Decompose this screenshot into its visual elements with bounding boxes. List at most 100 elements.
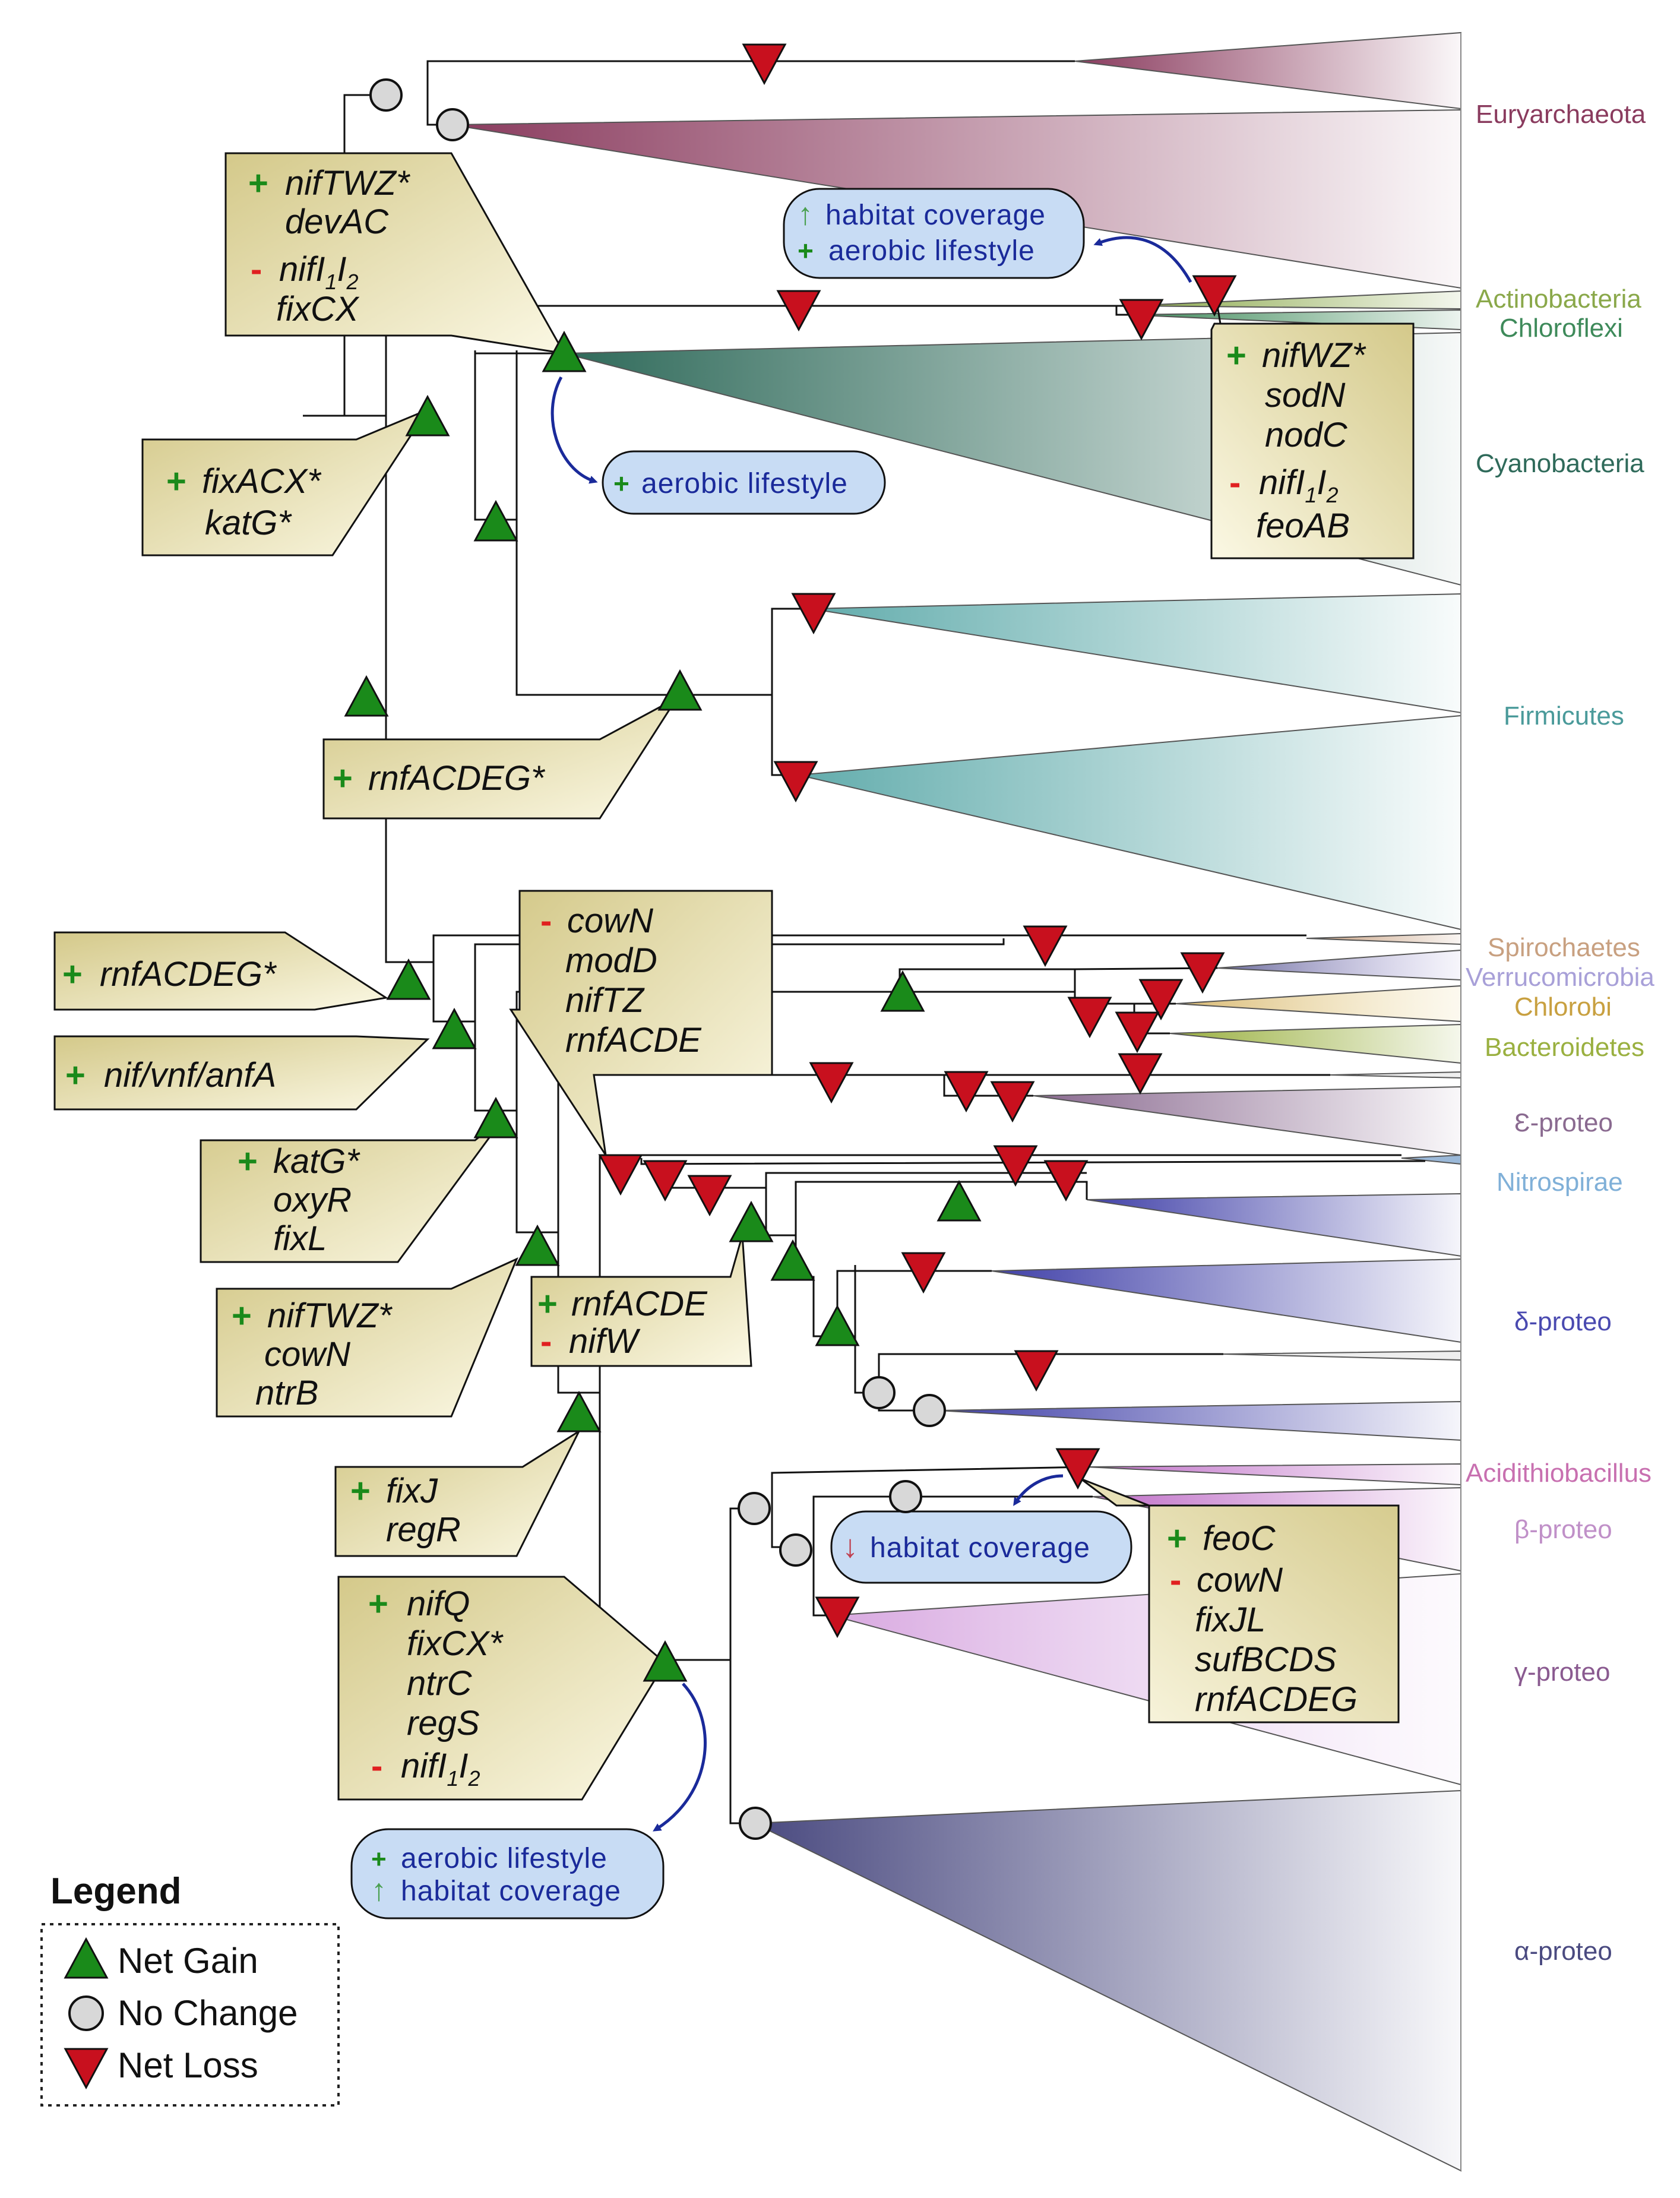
bubble-cyan-plus: + [613,468,629,499]
clade-alpha [754,1789,1461,2172]
bubble-beta: ↓ habitat coverage [830,1510,1132,1584]
node-gain [556,1390,602,1432]
box2-plus: + [166,462,186,501]
box10-minus: - [540,1322,552,1361]
box10-gene-1: rnfACDE [571,1285,708,1323]
box6-gene-1: rnfACDEG* [100,955,277,994]
clade-delta-lower [938,1400,1461,1441]
bubble-beta-arrow: ↓ [842,1529,858,1564]
gene-box-10: + rnfACDE - nifW [530,1235,752,1367]
node-gain [432,1007,477,1049]
legend-frame [40,1923,340,2107]
gene-box-11: + fixJ regR [334,1428,581,1557]
box12-gene-1: nifQ [407,1585,470,1623]
node-loss [1138,979,1184,1021]
box3-plus: + [333,759,353,798]
clade-actinobacteria [1128,290,1461,310]
node-loss [1115,1011,1160,1054]
clade-firmicutes-upper [810,593,1461,714]
box13-gene-5: rnfACDEG [1195,1680,1358,1719]
clade-delta-upper [1086,1193,1461,1257]
box12-gene-4: regS [407,1704,480,1742]
node-loss [598,1154,643,1196]
clade-delta-middle [991,1258,1461,1343]
bubble-cyan: + aerobic lifestyle [602,450,886,515]
node-loss [1014,1350,1059,1392]
box11-plus: + [350,1472,371,1510]
node-gain [937,1179,982,1222]
node-loss [1180,952,1225,994]
node-gain [770,1239,815,1281]
node-gain [473,499,518,542]
box5-gene-2: modD [565,941,657,980]
node-gain [643,1640,688,1682]
node-gain [729,1200,774,1242]
node-loss [1192,275,1237,317]
taxon-actinobacteria: Actinobacteria [1476,284,1641,314]
box1-gene-1: nifTWZ* [285,164,411,203]
legend-gain-icon [64,1937,109,1979]
gene-box-3: + rnfACDEG* [322,695,680,820]
bubble-top-arrow: ↑ [798,197,813,232]
box8-gene-3: fixL [273,1219,327,1258]
node-loss [1067,997,1112,1039]
box3-gene-1: rnfACDEG* [368,759,546,798]
box5-gene-3: nifTZ [565,981,646,1020]
box8-gene-1: katG* [273,1142,360,1181]
clade-epsilon [1033,1086,1461,1156]
box7-plus: + [65,1056,86,1095]
node-loss [1023,925,1068,967]
gene-box-6: + rnfACDEG* [53,931,389,1011]
box12-gene-3: ntrC [407,1664,473,1703]
box11-gene-2: regR [386,1510,461,1549]
legend-nochange-icon [68,1995,104,2031]
taxon-gamma: γ-proteo [1514,1658,1610,1687]
node-loss [901,1252,946,1294]
clade-thin-1 [1330,1071,1461,1079]
node-gain [386,958,431,1000]
legend-loss-label: Net Loss [118,2045,258,2085]
node-loss [776,290,821,332]
box4-minus: - [1229,463,1241,502]
box5-gene-4: rnfACDE [565,1021,702,1060]
box1-gene-2: devAC [285,203,389,241]
node-loss [742,43,787,86]
node-loss [993,1145,1038,1187]
legend-title: Legend [50,1871,181,1912]
bubble-top-arrow-curve [1093,236,1192,283]
taxon-spirochaetes: Spirochaetes [1488,933,1640,962]
gene-box-5: - cowN modD nifTZ rnfACDE [509,890,773,1156]
node-gain [657,669,703,711]
node-nochange [913,1394,946,1427]
gene-box-12: + nifQ fixCX* ntrC regS - nifI1I2 [337,1576,666,1801]
taxon-cyanobacteria: Cyanobacteria [1476,449,1644,478]
box13-plus: + [1167,1519,1187,1558]
clade-chlorobi [1175,985,1461,1023]
node-loss [1118,1053,1163,1095]
gene-box-8: + katG* oxyR fixL [200,1115,506,1263]
clade-euryarchaeota-upper [1074,31,1461,110]
box9-gene-1: nifTWZ* [267,1296,393,1335]
node-gain [542,330,587,372]
node-nochange [862,1376,896,1409]
taxon-euryarchaeota: Euryarchaeota [1476,100,1646,129]
bubble-alpha-arrow: ↑ [371,1873,387,1908]
node-gain [815,1304,860,1346]
clade-thin-3 [1223,1350,1461,1361]
bubble-alpha-plus: + [371,1845,387,1874]
gene-box-7: + nif/vnf/anfA [53,1035,430,1111]
box13-gene-1: feoC [1203,1519,1276,1558]
taxon-verrucomicrobia: Verrucomicrobia [1466,963,1654,992]
node-gain [473,1096,518,1138]
gene-box-1: + nifTWZ* devAC - nifI1I2 fixCX [224,152,566,355]
bubble-alpha-line2: habitat coverage [401,1876,621,1907]
bubble-alpha-line1: aerobic lifestyle [401,1843,608,1874]
legend-nochange-label: No Change [118,1993,298,2033]
box1-minus: - [251,250,262,289]
clade-spirochaetes [1306,932,1461,945]
taxon-beta: β-proteo [1514,1515,1612,1544]
box13-gene-2: cowN [1197,1561,1283,1599]
box4-gene-5: feoAB [1256,507,1350,545]
box8-plus: + [238,1142,258,1181]
